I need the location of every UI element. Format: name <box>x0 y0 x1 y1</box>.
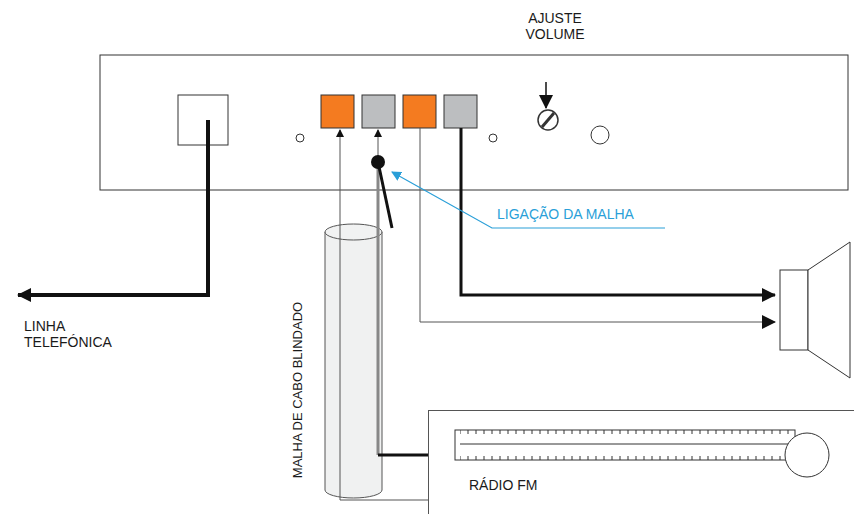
radio-box: RÁDIO FM <box>428 410 854 514</box>
speaker-wire <box>420 128 775 322</box>
terminal <box>444 95 477 128</box>
speaker <box>780 270 808 350</box>
radio-knob <box>785 433 829 477</box>
shield-joint <box>371 155 385 169</box>
signal-wire <box>340 130 341 480</box>
led <box>591 126 609 144</box>
terminal <box>403 95 436 128</box>
callout-label: LIGAÇÃO DA MALHA <box>497 206 677 222</box>
leader-line <box>545 82 547 108</box>
signal-wire <box>340 480 428 500</box>
cable-shield <box>325 232 382 498</box>
terminal <box>321 95 354 128</box>
radio-label: RÁDIO FM <box>469 477 537 493</box>
speaker-wire <box>461 128 775 295</box>
phone-jack <box>178 95 228 145</box>
radio-dial <box>460 444 790 445</box>
cable-shield <box>325 224 382 240</box>
callout-label: AJUSTE VOLUME <box>510 10 600 42</box>
radio-dial <box>455 430 795 460</box>
speaker <box>808 242 850 378</box>
shield-wire <box>378 454 428 457</box>
shield-wire <box>378 162 392 228</box>
radio-dial <box>460 430 790 460</box>
cable-label: MALHA DE CABO BLINDADO <box>290 302 306 478</box>
shield-wire <box>377 162 380 455</box>
volume-screw <box>538 110 558 130</box>
mount-hole <box>296 134 304 142</box>
mount-hole <box>489 134 497 142</box>
volume-screw <box>542 113 554 127</box>
terminal <box>362 95 395 128</box>
phone-wire <box>18 120 208 295</box>
line-label: LINHA TELEFÓNICA <box>24 318 114 350</box>
device-panel <box>100 55 848 190</box>
